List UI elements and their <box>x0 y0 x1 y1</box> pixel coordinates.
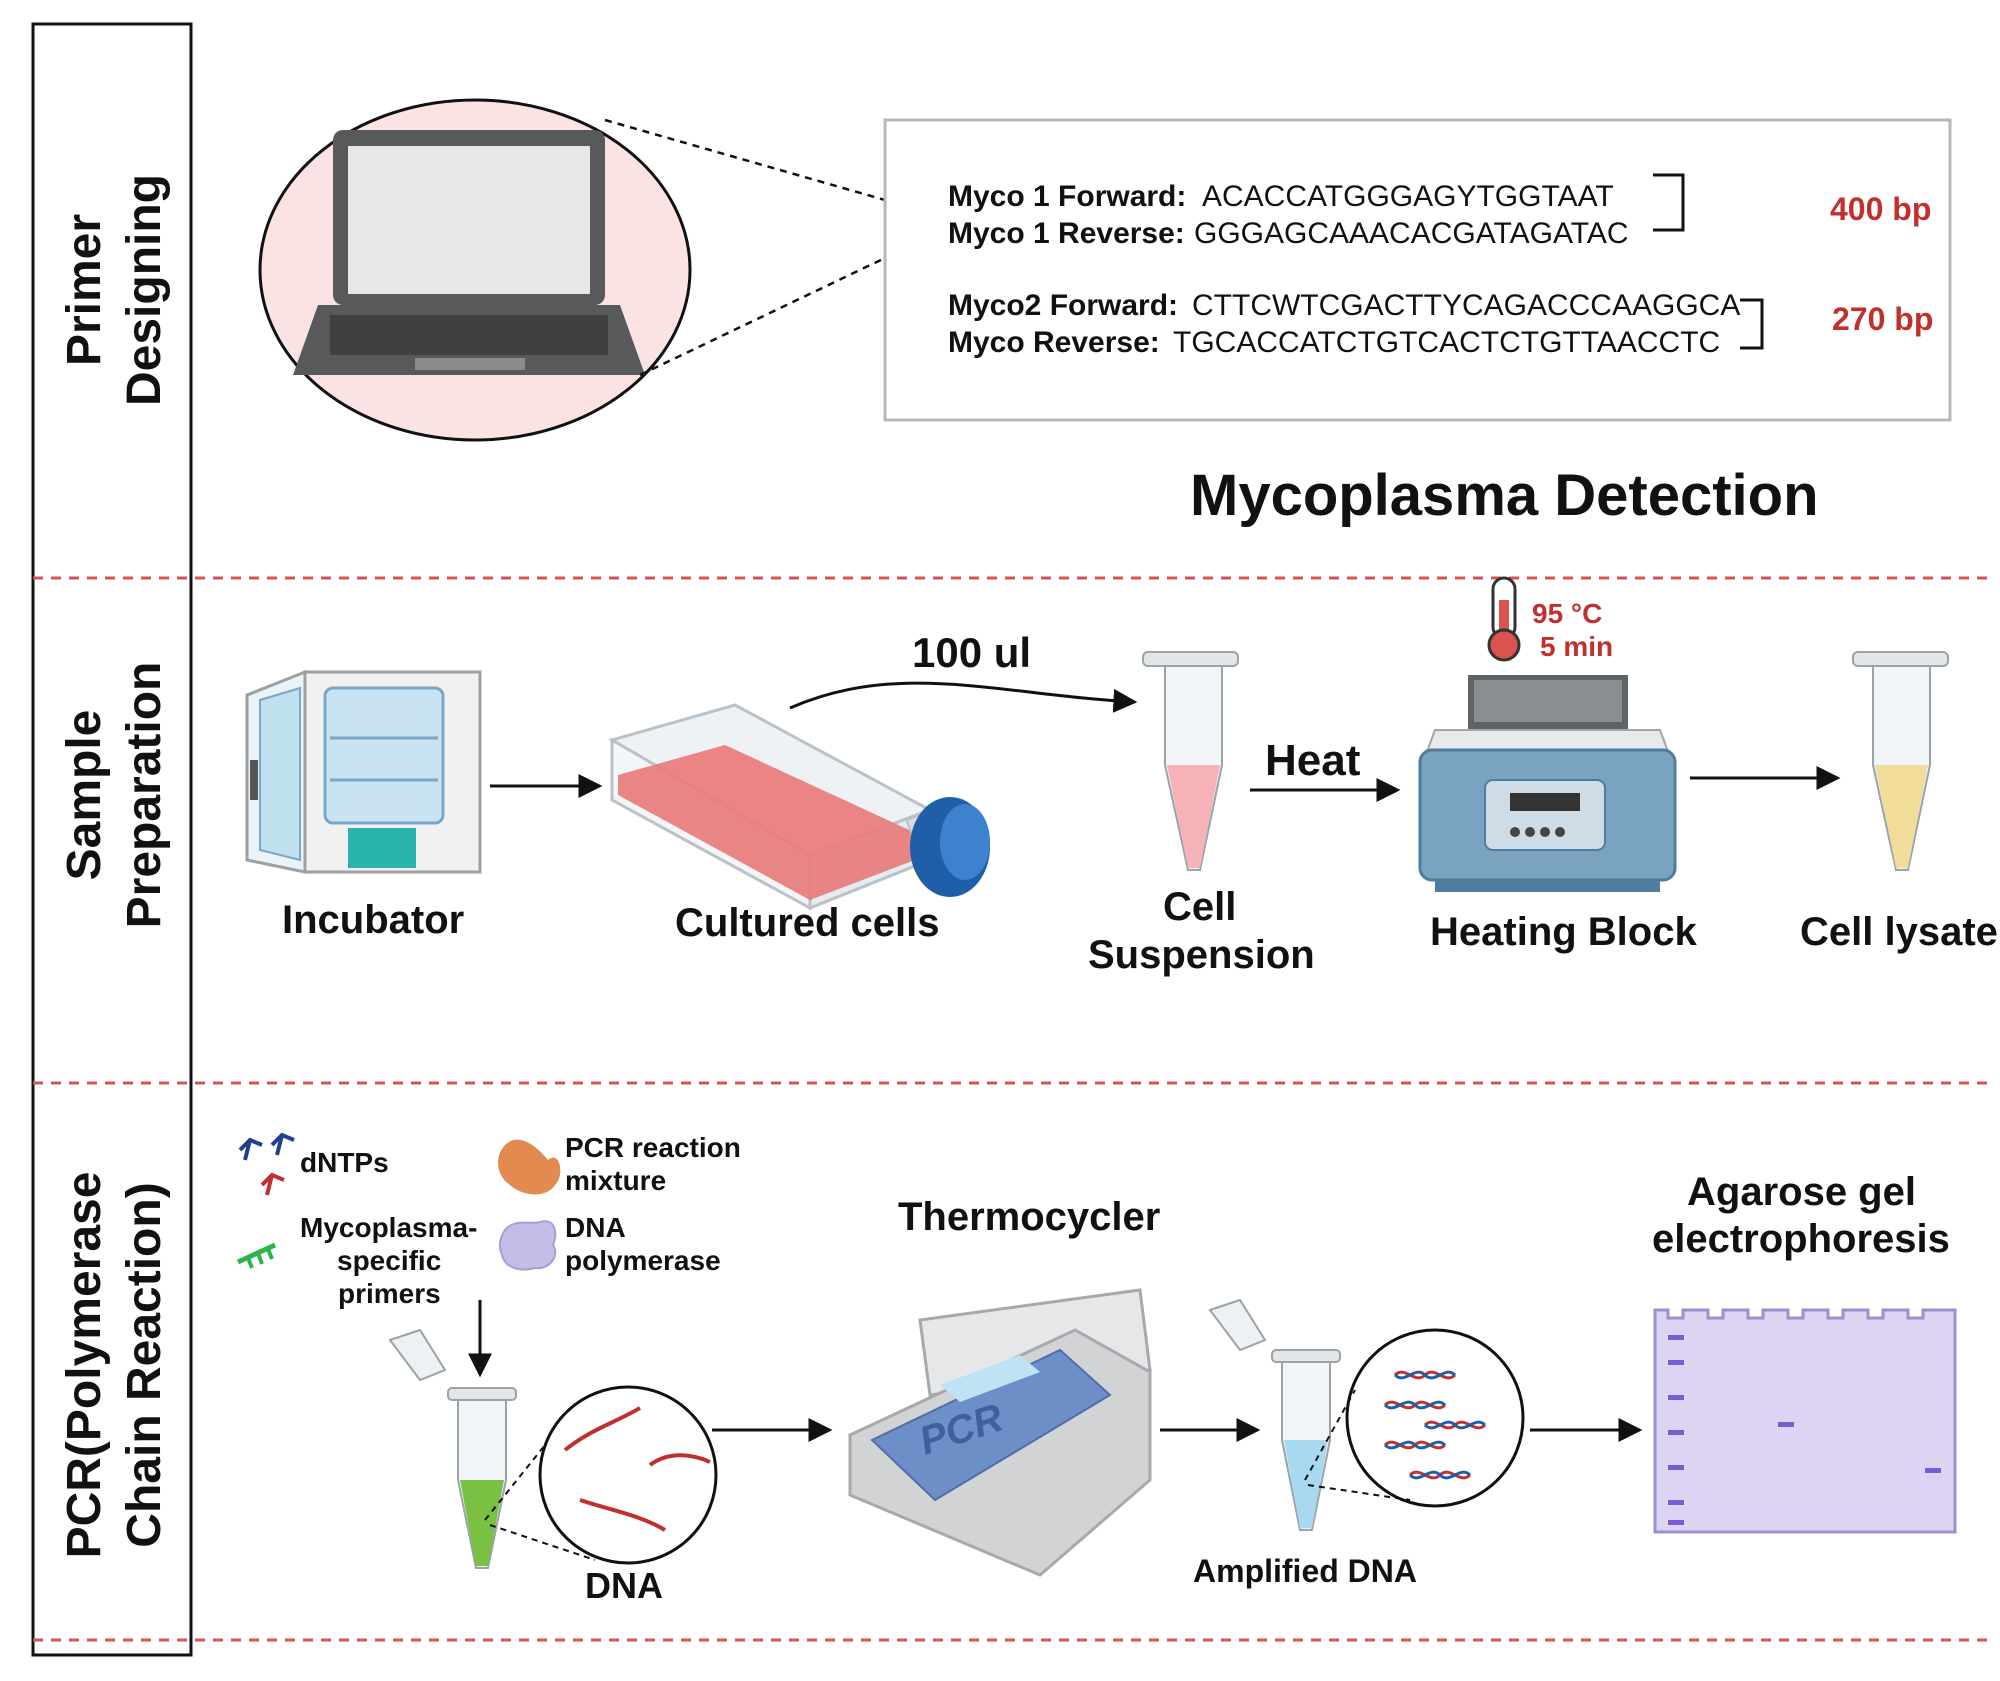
section-label-pcr-1: PCR(Polymerase <box>58 1172 111 1559</box>
primer-3-name: Myco2 Forward: <box>948 289 1178 322</box>
dntps-label: dNTPs <box>300 1147 389 1178</box>
section-label-pcr-2: Chain Reaction) <box>118 1182 171 1547</box>
primer-2-name: Myco 1 Reverse: <box>948 217 1185 250</box>
amplified-dna-label: Amplified DNA <box>1193 1553 1417 1589</box>
mixture-label-1: PCR reaction <box>565 1132 741 1163</box>
amplified-dna-zoom-icon <box>1345 1328 1525 1508</box>
primer-2-seq: GGGAGCAAACACGATAGATAC <box>1194 217 1629 250</box>
dna-label: DNA <box>585 1565 663 1606</box>
gel-label-1: Agarose gel <box>1687 1170 1916 1214</box>
primer-3-seq: CTTCWTCGACTTYCAGACCCAAGGCA <box>1192 289 1740 322</box>
pair-2-bracket <box>1740 298 1764 350</box>
cell-suspension-label-2: Suspension <box>1088 933 1315 977</box>
heat-label: Heat <box>1265 736 1361 785</box>
dna-zoom-icon <box>538 1385 718 1565</box>
culture-flask-icon <box>608 703 990 911</box>
polymerase-label-2: polymerase <box>565 1245 721 1276</box>
pair-1-size: 400 bp <box>1830 191 1931 227</box>
cell-lysate-tube-icon <box>1852 651 1949 871</box>
primer-1-seq: ACACCATGGGAGYTGGTAAT <box>1202 180 1614 213</box>
gel-label-2: electrophoresis <box>1652 1217 1950 1261</box>
mixture-label-2: mixture <box>565 1165 666 1196</box>
cell-suspension-tube-icon <box>1142 651 1239 871</box>
section-label-primer-1: Primer <box>58 214 111 366</box>
primers-label-1: Mycoplasma- <box>300 1212 477 1243</box>
primers-icon <box>236 1242 277 1269</box>
section-frame <box>31 22 193 1657</box>
temperature-label: 95 °C <box>1532 598 1602 629</box>
reaction-mixture-icon <box>498 1139 561 1195</box>
dna-zoom-line-2 <box>489 1524 596 1561</box>
primer-1-name: Myco 1 Forward: <box>948 180 1186 213</box>
section-label-sample-1: Sample <box>58 710 111 881</box>
thermocycler-icon: PCR <box>848 1288 1152 1577</box>
heating-block-label: Heating Block <box>1430 910 1697 954</box>
section-label-primer-2: Designing <box>118 174 171 406</box>
arrow-cells-to-tube <box>789 681 1138 713</box>
laptop-icon <box>258 98 692 442</box>
dna-zoom-line-1 <box>484 1444 546 1521</box>
section-label-sample-2: Preparation <box>118 662 171 929</box>
incubator-icon <box>245 669 482 874</box>
heating-block-icon <box>1418 675 1677 892</box>
primer-4-name: Myco Reverse: <box>948 326 1160 359</box>
dntps-icon <box>238 1132 295 1196</box>
primers-label-2: specific <box>337 1245 441 1276</box>
zoom-line-bottom <box>639 256 886 377</box>
thermocycler-label: Thermocycler <box>898 1195 1160 1239</box>
volume-label: 100 ul <box>912 629 1031 676</box>
amplified-tube-icon <box>1208 1298 1341 1531</box>
cell-suspension-label-1: Cell <box>1163 885 1236 929</box>
primers-label-3: primers <box>338 1278 441 1309</box>
time-label: 5 min <box>1540 631 1613 662</box>
cell-lysate-label: Cell lysate <box>1800 910 1998 954</box>
incubator-label: Incubator <box>282 898 464 942</box>
primer-4-seq: TGCACCATCTGTCACTCTGTTAACCTC <box>1173 326 1720 359</box>
polymerase-icon <box>498 1220 557 1271</box>
thermometer-icon <box>1487 576 1521 662</box>
agarose-gel-icon <box>1653 1308 1957 1534</box>
pcr-tube-icon <box>388 1328 517 1569</box>
pair-1-bracket <box>1653 173 1685 232</box>
cultured-cells-label: Cultured cells <box>675 901 940 945</box>
zoom-line-top <box>604 118 886 202</box>
pair-2-size: 270 bp <box>1832 301 1933 337</box>
polymerase-label-1: DNA <box>565 1212 626 1243</box>
main-title: Mycoplasma Detection <box>1190 463 1819 528</box>
primer-box <box>883 118 1952 422</box>
